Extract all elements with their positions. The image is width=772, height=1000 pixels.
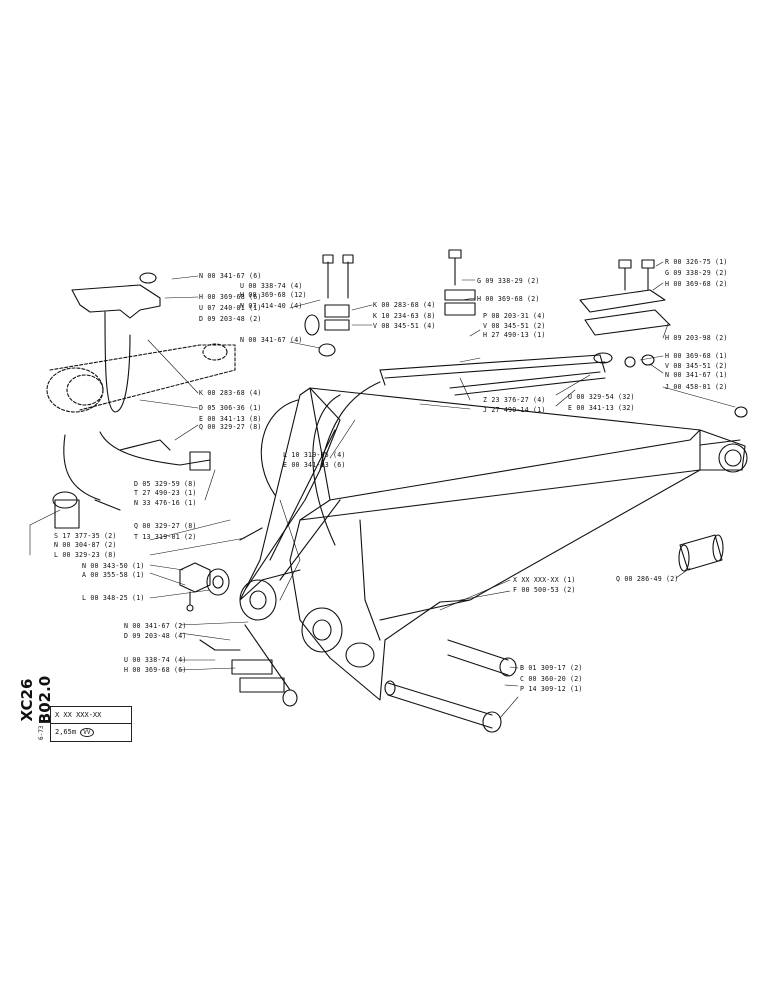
part-label: V 08 345-51 (4) (373, 322, 436, 330)
part-label: H 09 203-98 (2) (665, 334, 728, 342)
part-label: D 05 329-59 (8) (134, 480, 197, 488)
part-label: D 09 203-48 (2) (199, 315, 262, 323)
part-label: X XX XXX-XX (1) (513, 576, 576, 584)
part-label: N 07 414-40 (4) (240, 302, 303, 310)
part-label: J 27 490-14 (1) (483, 406, 546, 414)
part-label: Q 00 286-49 (2) (616, 575, 679, 583)
date-code: 6-73 (38, 725, 45, 740)
boom-marker: VV (80, 728, 94, 737)
part-label: P 08 203-31 (4) (483, 312, 546, 320)
part-label: S 17 377-35 (2) (54, 532, 117, 540)
part-label: L 10 319-05 (4) (283, 451, 346, 459)
part-label: K 10 234-63 (8) (373, 312, 436, 320)
part-label: V 08 345-51 (2) (665, 362, 728, 370)
part-label: P 14 309-12 (1) (520, 685, 583, 693)
leader-lines (29, 261, 736, 719)
part-label: B 01 309-17 (2) (520, 664, 583, 672)
part-label: U 00 338-74 (4) (240, 282, 303, 290)
hydraulic-cylinder (46, 343, 236, 413)
part-label: D 05 306-36 (1) (199, 404, 262, 412)
part-label: Q 00 329-27 (8) (199, 423, 262, 431)
part-label: F 00 500-53 (2) (513, 586, 576, 594)
part-label: J 00 458-01 (2) (665, 383, 728, 391)
part-label: Q 00 329-27 (8) (134, 522, 197, 530)
part-label: H 00 369-68 (12) (240, 291, 307, 299)
part-label: N 00 341-67 (6) (199, 272, 262, 280)
part-label: L 00 348-25 (1) (82, 594, 145, 602)
part-label: R 00 326-75 (1) (665, 258, 728, 266)
part-label: A 00 355-58 (1) (82, 571, 145, 579)
clamp-set-right (579, 259, 748, 418)
document-code: XC26 B02.0 (18, 675, 54, 725)
boom-length: 2,65m (55, 728, 77, 736)
part-label: U 00 338-74 (4) (124, 656, 187, 664)
part-label: N 00 304-87 (2) (54, 541, 117, 549)
part-label: E 00 341-13 (6) (283, 461, 346, 469)
part-label: H 00 369-68 (6) (199, 293, 262, 301)
foot-pin-right (301, 607, 375, 668)
reference-number: X XX XXX-XX (55, 711, 102, 719)
hydraulic-pipes (239, 354, 606, 546)
hose-assembly (52, 431, 211, 529)
nut-assembly (179, 562, 230, 612)
reference-row: X XX XXX-XX (51, 707, 131, 724)
part-label: U 00 329-54 (32) (568, 393, 635, 401)
part-label: G 09 338-29 (2) (477, 277, 540, 285)
part-label: K 00 283-68 (4) (199, 389, 262, 397)
part-label: H 00 369-68 (2) (665, 280, 728, 288)
part-label: E 00 341-13 (8) (199, 415, 262, 423)
pin-assembly (384, 639, 517, 733)
part-label: E 00 341-13 (32) (568, 404, 635, 412)
part-label: N 33 476-16 (1) (134, 499, 197, 507)
boom-body (289, 387, 748, 701)
part-label: N 00 341-67 (4) (240, 336, 303, 344)
clamp-set-center (304, 249, 476, 357)
foot-pin-left (239, 569, 301, 621)
part-label: U 07 240-81 (1) (199, 304, 262, 312)
part-label: V 08 345-51 (2) (483, 322, 546, 330)
part-label: H 00 369-68 (2) (477, 295, 540, 303)
part-label: T 13 319-01 (2) (134, 533, 197, 541)
info-box: X XX XXX-XX 2,65m VV (50, 706, 132, 742)
part-label: D 09 203-48 (4) (124, 632, 187, 640)
part-label: H 27 490-13 (1) (483, 331, 546, 339)
part-label: H 00 369-68 (6) (124, 666, 187, 674)
part-label: N 00 343-50 (1) (82, 562, 145, 570)
title-block: XC26 B02.0 (18, 655, 54, 745)
part-label: N 00 341-67 (2) (124, 622, 187, 630)
part-label: K 00 283-68 (4) (373, 301, 436, 309)
lower-clamp (199, 624, 298, 707)
part-label: G 09 338-29 (2) (665, 269, 728, 277)
boom-row: 2,65m VV (51, 724, 131, 740)
part-label: Z 23 376-27 (4) (483, 396, 546, 404)
part-label: T 27 490-23 (1) (134, 489, 197, 497)
cylinder-bracket (71, 272, 161, 413)
part-label: H 00 369-68 (1) (665, 352, 728, 360)
part-label: C 00 360-20 (2) (520, 675, 583, 683)
part-label: L 00 329-23 (8) (54, 551, 117, 559)
bushing (678, 534, 724, 572)
part-label: N 00 341-67 (1) (665, 371, 728, 379)
